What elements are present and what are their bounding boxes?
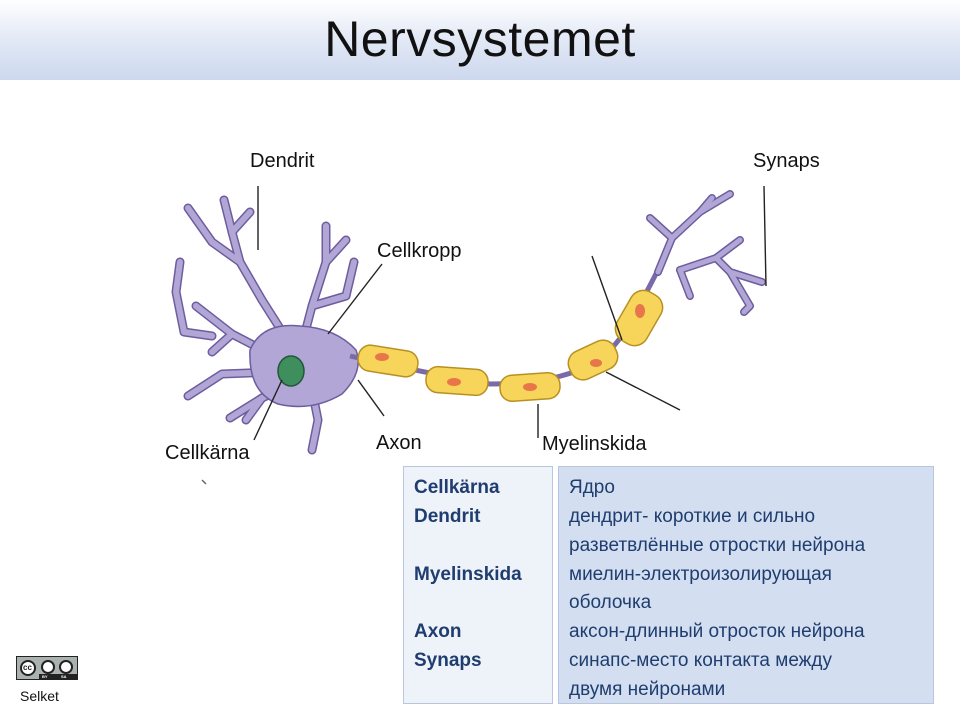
stray-mark [201,479,207,485]
term-synaps: Synaps [414,650,482,671]
label-synaps: Synaps [753,150,820,172]
license-strip [39,674,78,679]
terms-box: Cellkärna Dendrit Myelinskida Axon Synap… [403,466,553,704]
by-text: BY [42,674,48,679]
author-label: Selket [20,688,59,704]
sa-text: SA [61,674,67,679]
desc-line: разветвлённые отростки нейрона [569,535,866,556]
myelin-sheaths [357,289,664,403]
cc-text: cc [23,663,32,672]
term-cellkarna: Cellkärna [414,477,500,498]
desc-line: дендрит- короткие и сильно [569,506,816,527]
desc-line: миелин-электроизолирующая [569,564,832,585]
label-cellkropp: Cellkropp [377,240,462,262]
slide-title: Nervsystemet [324,11,636,67]
term-axon: Axon [414,621,462,642]
desc-line: синапс-место контакта между [569,650,832,671]
sa-icon [59,660,73,674]
term-myelinskida: Myelinskida [414,564,522,585]
desc-line: аксон-длинный отросток нейрона [569,621,865,642]
cell-nucleus [277,355,305,387]
myelin-spots [375,304,645,391]
cc-license-badge: cc BY SA [16,656,78,680]
desc-line: оболочка [569,592,652,613]
label-dendrit: Dendrit [250,150,315,172]
label-myelinskida: Myelinskida [542,433,647,455]
descriptions-box: Ядро дендрит- короткие и сильно разветвл… [558,466,934,704]
label-cellkarna: Cellkärna [165,442,250,464]
dendrite-tree [171,195,359,455]
cc-icon [20,660,36,676]
title-bar [0,0,960,80]
desc-line: Ядро [569,477,615,498]
by-icon [41,660,55,674]
leader-lines [253,185,767,441]
axon-terminal [646,190,766,316]
desc-line: двумя нейронами [569,679,726,700]
term-dendrit: Dendrit [414,506,481,527]
label-axon: Axon [376,432,422,454]
